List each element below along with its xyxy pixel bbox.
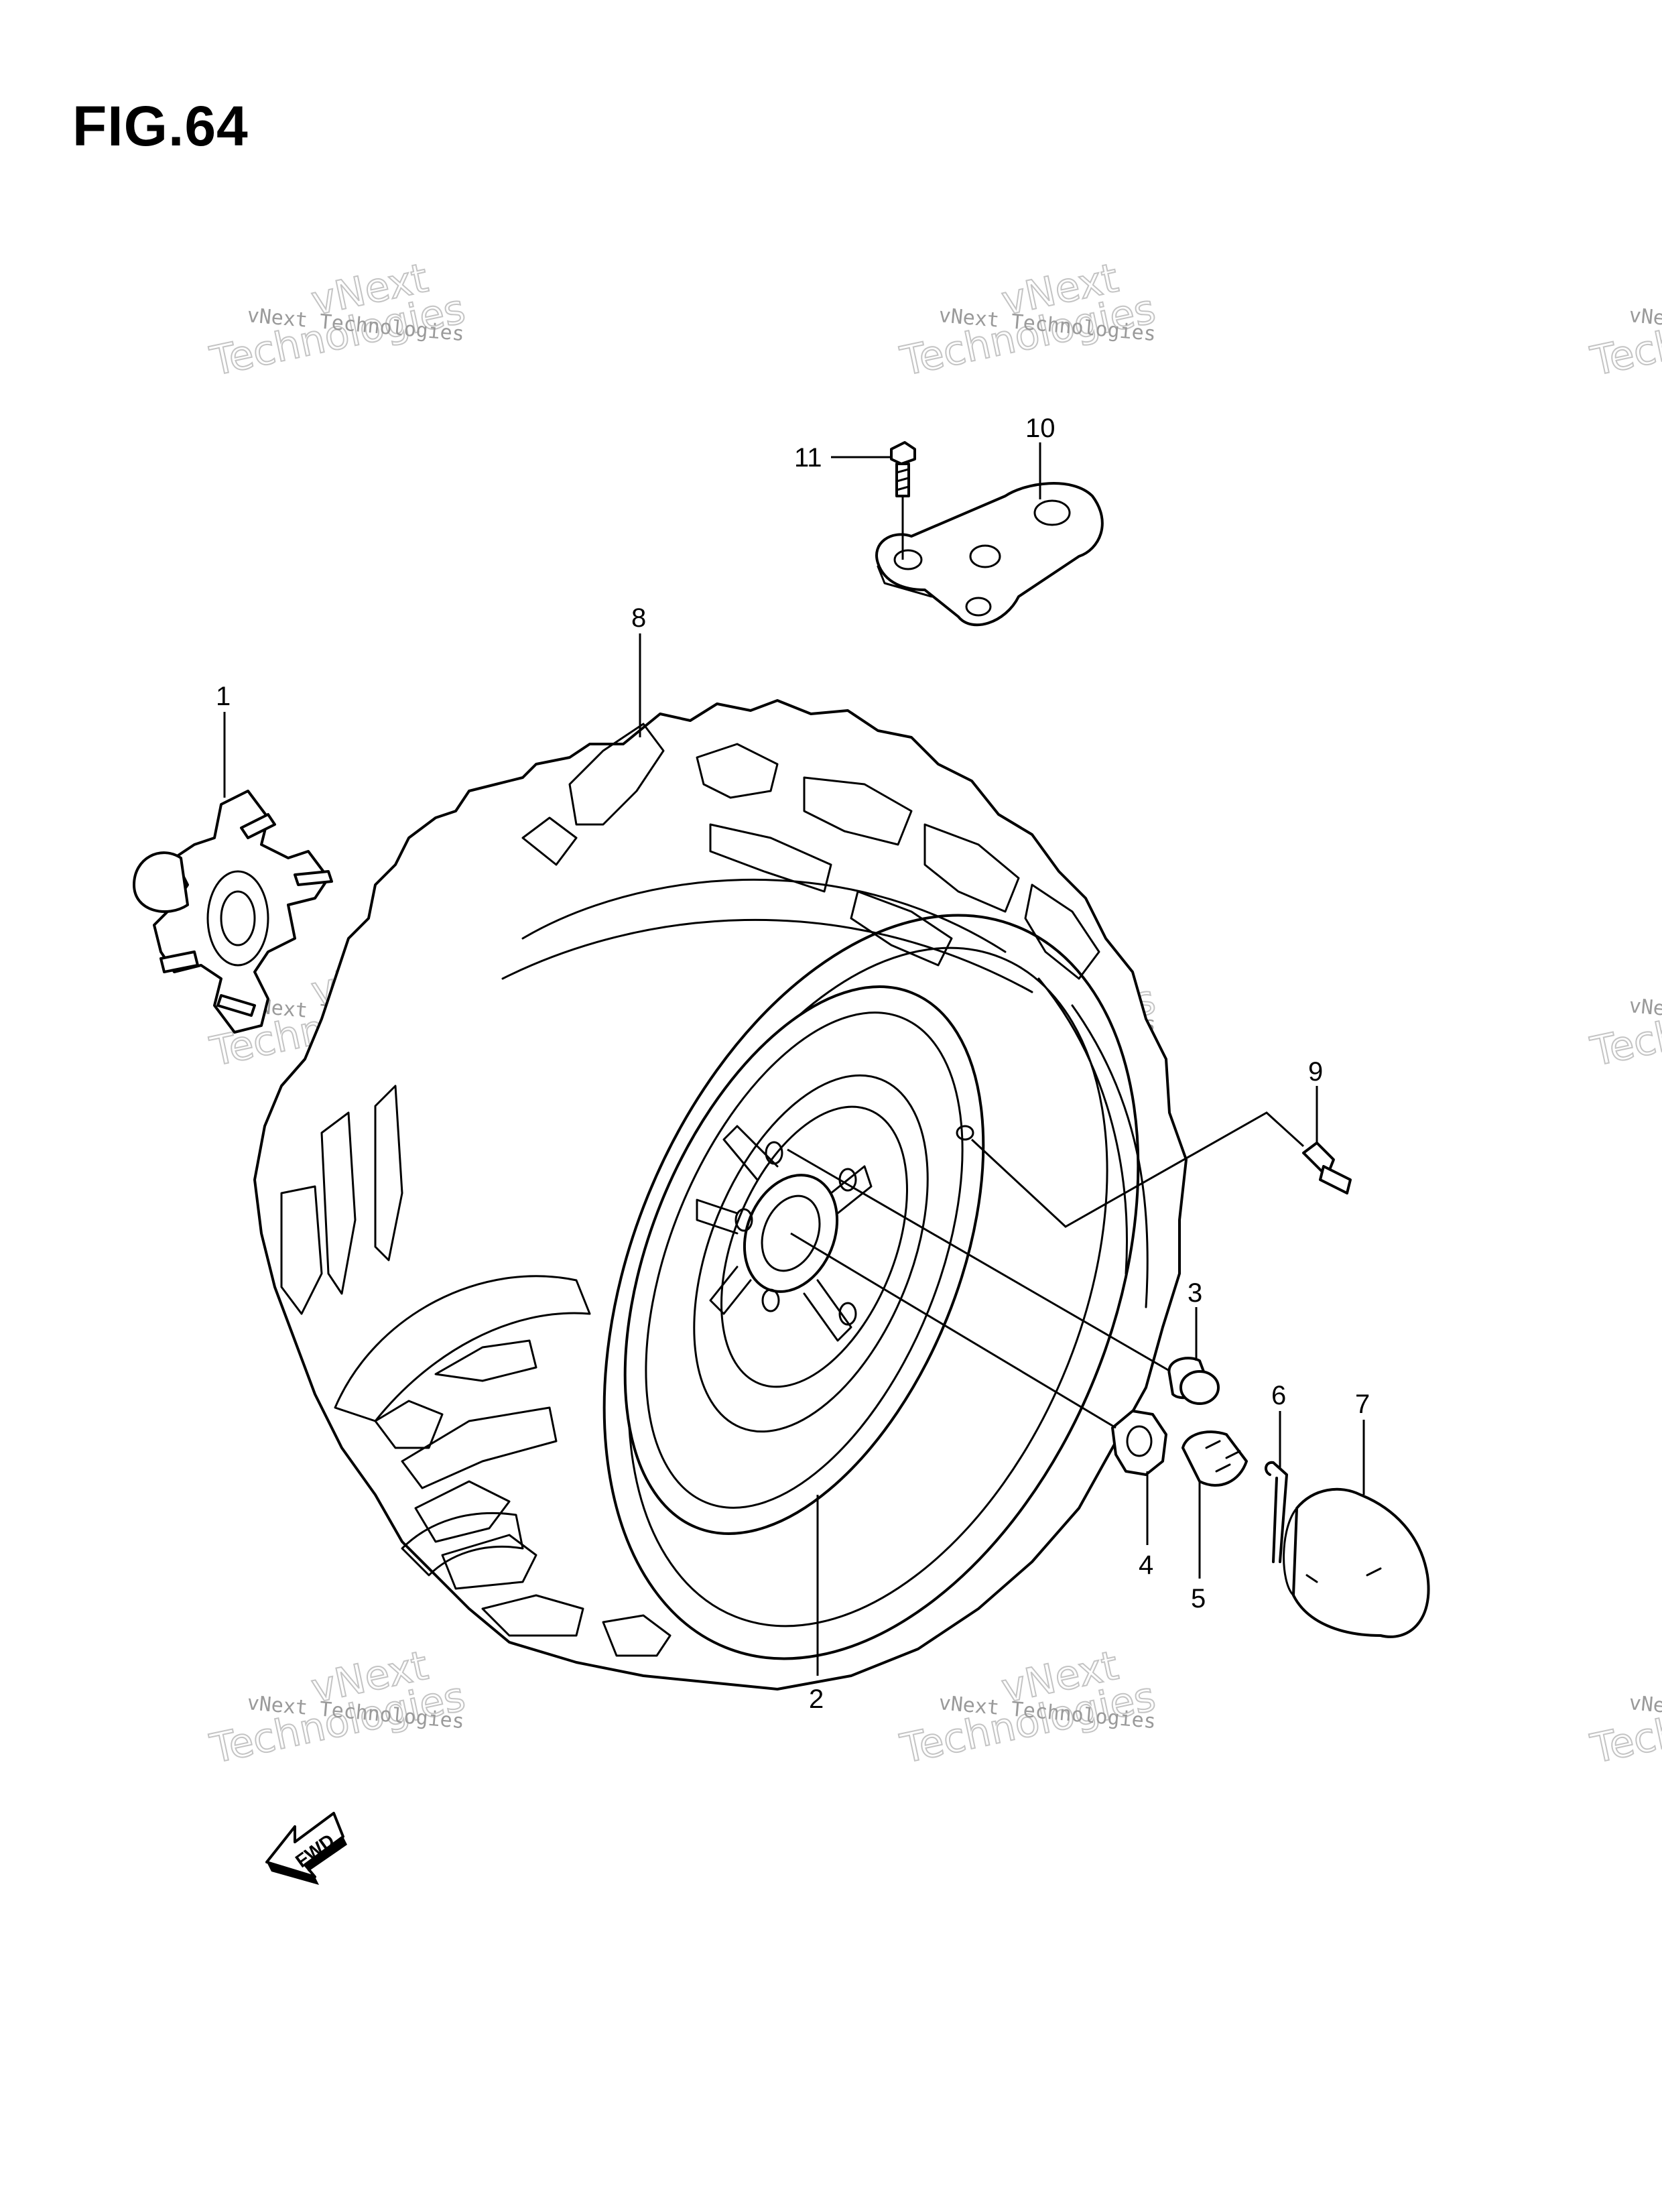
watermark-bottom-center: Technologies vNext vNext Technologies xyxy=(896,1642,1161,1774)
callout-8: 8 xyxy=(631,603,646,633)
watermark-mid-right: Technologies vNext Technologies xyxy=(1586,975,1662,1077)
callout-9: 9 xyxy=(1308,1057,1323,1087)
leader-lines xyxy=(223,442,1365,1676)
callout-4: 4 xyxy=(1139,1550,1153,1580)
castle-nut-drawing xyxy=(1181,1430,1248,1487)
fwd-arrow: FWD xyxy=(265,1812,347,1885)
nut-drawing xyxy=(1167,1357,1220,1405)
callout-2: 2 xyxy=(809,1684,824,1714)
watermark-bottom-left: Technologies vNext vNext Technologies xyxy=(206,1642,470,1774)
watermark-top-left: Technologies vNext vNext Technologies xyxy=(206,254,470,386)
cotter-pin-drawing xyxy=(1265,1461,1288,1563)
bracket-drawing xyxy=(875,482,1104,627)
callout-7: 7 xyxy=(1355,1390,1370,1419)
svg-text:Technologies: Technologies xyxy=(1587,286,1662,385)
callout-11: 11 xyxy=(794,443,822,473)
watermark-bottom-right: Technologies vNext Technologies xyxy=(1586,1672,1662,1774)
cap-drawing xyxy=(1283,1487,1430,1638)
figure-title: FIG.64 xyxy=(72,95,249,158)
washer-drawing xyxy=(1111,1410,1167,1476)
callout-10: 10 xyxy=(1025,414,1056,443)
svg-text:Technologies: Technologies xyxy=(1587,1673,1662,1773)
callout-5: 5 xyxy=(1191,1584,1206,1613)
watermark-top-right: Technologies vNext Technologies xyxy=(1586,285,1662,386)
callout-6: 6 xyxy=(1271,1381,1286,1410)
bolt-drawing xyxy=(890,441,916,497)
callout-3: 3 xyxy=(1188,1278,1202,1308)
hub-drawing xyxy=(133,790,333,1034)
wheel-rim-drawing xyxy=(623,985,985,1535)
valve-drawing xyxy=(1302,1142,1352,1194)
watermark-top-center: Technologies vNext vNext Technologies xyxy=(896,254,1161,386)
svg-text:Technologies: Technologies xyxy=(1587,976,1662,1076)
callout-1: 1 xyxy=(216,682,231,711)
